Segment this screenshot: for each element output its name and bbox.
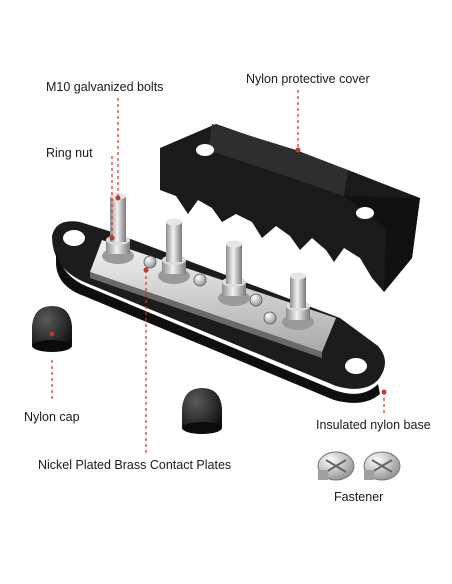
label-insulated-base: Insulated nylon base xyxy=(316,418,431,432)
bolt-4 xyxy=(282,272,314,330)
label-ring-nut: Ring nut xyxy=(46,146,93,160)
nylon-cover xyxy=(160,124,420,292)
plate-screws xyxy=(143,255,277,325)
bolt-1 xyxy=(102,192,134,264)
label-m10-bolts: M10 galvanized bolts xyxy=(46,80,164,94)
leader-dots xyxy=(49,147,387,395)
label-contact-plates: Nickel Plated Brass Contact Plates xyxy=(38,458,232,472)
label-nylon-cover: Nylon protective cover xyxy=(246,72,370,86)
fastener-2 xyxy=(363,451,401,481)
fastener-1 xyxy=(317,451,355,481)
nylon-cap-center xyxy=(182,388,222,434)
nylon-cap-left xyxy=(32,306,72,352)
label-fastener: Fastener xyxy=(334,490,384,504)
bolt-3 xyxy=(218,240,250,306)
label-nylon-cap: Nylon cap xyxy=(24,410,80,424)
leader-lines xyxy=(51,90,385,456)
bolt-2 xyxy=(158,218,190,284)
